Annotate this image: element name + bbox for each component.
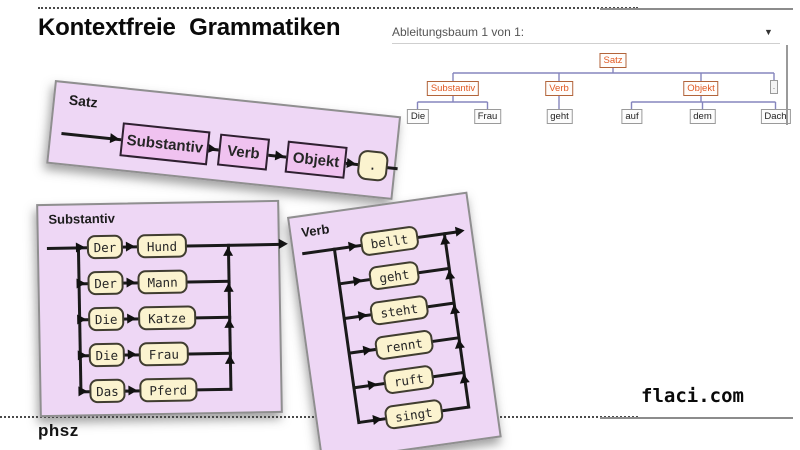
terminal-word: steht — [368, 294, 430, 327]
diagram-title-satz: Satz — [68, 91, 99, 111]
arrowhead-icon — [126, 277, 136, 288]
arrowhead-up-icon — [224, 354, 235, 364]
arrowhead-icon — [109, 133, 120, 145]
arrowhead-icon — [75, 242, 86, 253]
tree-node-verb: Verb — [545, 81, 573, 96]
top-solid-rule — [600, 8, 793, 10]
brand-flaci: flaci.com — [641, 385, 744, 407]
top-dotted-rule — [38, 7, 638, 9]
terminal-noun: Katze — [137, 305, 197, 331]
terminal-noun: Pferd — [139, 377, 198, 403]
tree-leaf-geht: geht — [546, 109, 573, 124]
terminal-word: bellt — [359, 225, 420, 257]
terminal-det: Die — [87, 306, 125, 332]
arrowhead-icon — [362, 344, 373, 356]
terminal-det: Das — [89, 378, 126, 404]
page-title: Kontextfreie Grammatiken — [38, 14, 341, 41]
tree-leaf-die: Die — [406, 109, 430, 124]
arrowhead-icon — [77, 350, 87, 361]
tree-node-period: . — [770, 80, 778, 94]
arrowhead-icon — [274, 150, 285, 162]
arrowhead-up-icon — [224, 318, 235, 328]
arrowhead-up-icon — [222, 246, 234, 256]
syntax-diagram-substantiv: Substantiv Der Hund Der Mann Die Katze D… — [36, 199, 288, 418]
arrowhead-icon — [454, 225, 466, 237]
tree-leaf-dem: dem — [689, 109, 716, 124]
terminal-word: rennt — [373, 329, 435, 361]
tree-header-label: Ableitungsbaum 1 von 1: — [392, 25, 525, 39]
arrowhead-up-icon — [458, 372, 470, 384]
nonterminal-verb: Verb — [216, 133, 271, 171]
arrowhead-up-icon — [453, 338, 465, 349]
terminal-word: ruft — [382, 364, 436, 395]
tree-connectors — [416, 66, 777, 109]
arrowhead-up-icon — [223, 282, 234, 292]
nonterminal-substantiv: Substantiv — [119, 122, 211, 166]
arrowhead-icon — [125, 241, 136, 252]
derivation-tree-panel: Ableitungsbaum 1 von 1: ▼ Satz Substanti… — [390, 25, 791, 125]
terminal-word: geht — [367, 260, 421, 292]
terminal-period: . — [356, 149, 390, 183]
arrowhead-icon — [78, 386, 88, 397]
diagram-title-verb: Verb — [300, 221, 331, 241]
arrowhead-icon — [127, 349, 137, 360]
tree-node-root: Satz — [599, 53, 627, 68]
tree-node-objekt: Objekt — [683, 81, 719, 96]
terminal-det: Die — [88, 342, 126, 368]
tree-leaf-dach: Dach — [760, 109, 791, 124]
caret-down-icon[interactable]: ▼ — [764, 27, 773, 37]
footer-author: phsz — [38, 421, 79, 440]
terminal-det: Der — [87, 270, 124, 296]
arrowhead-icon — [127, 313, 137, 324]
arrowhead-up-icon — [448, 303, 460, 314]
terminal-noun: Hund — [136, 233, 188, 259]
arrowhead-icon — [352, 275, 364, 287]
tree-leaf-auf: auf — [621, 109, 643, 124]
branch-rail — [332, 247, 360, 424]
arrowhead-up-icon — [438, 234, 450, 245]
nonterminal-objekt: Objekt — [284, 140, 348, 179]
arrowhead-up-icon — [443, 268, 455, 280]
arrowhead-icon — [372, 413, 383, 425]
terminal-noun: Mann — [137, 269, 188, 295]
terminal-noun: Frau — [138, 341, 190, 367]
syntax-diagram-verb: Verb bellt geht steht rennt ruft singt — [287, 191, 502, 450]
arrowhead-icon — [77, 314, 87, 325]
arrowhead-icon — [367, 379, 378, 391]
syntax-diagram-satz: Satz Substantiv Verb Objekt . — [46, 80, 402, 200]
bottom-solid-rule — [600, 417, 793, 419]
arrowhead-icon — [278, 238, 288, 249]
tree-node-substantiv: Substantiv — [426, 81, 480, 96]
merge-rail — [226, 243, 233, 391]
tree-header-divider — [392, 43, 780, 44]
arrowhead-icon — [348, 240, 359, 252]
arrowhead-icon — [76, 278, 86, 289]
diagram-title-substantiv: Substantiv — [48, 210, 116, 227]
terminal-det: Der — [86, 234, 124, 260]
tree-leaf-frau: Frau — [473, 109, 502, 124]
tree-scrollbar[interactable] — [786, 45, 788, 125]
arrowhead-icon — [357, 309, 369, 321]
arrowhead-icon — [346, 157, 357, 169]
arrowhead-icon — [128, 385, 138, 396]
terminal-word: singt — [383, 398, 444, 431]
